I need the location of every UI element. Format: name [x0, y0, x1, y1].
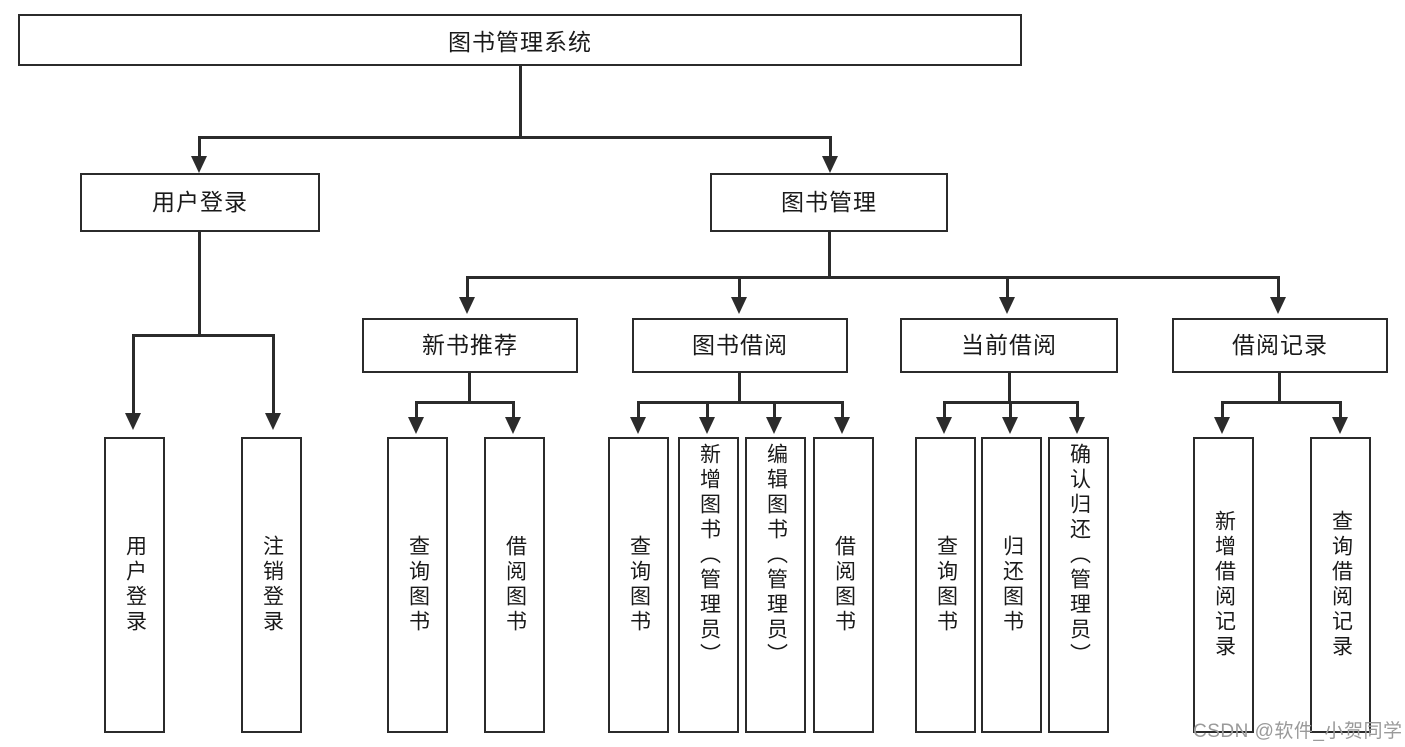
connector-bm-bar	[466, 276, 1278, 279]
arrow-book-borrow-icon	[731, 297, 747, 314]
node-label: 借阅图书	[503, 535, 527, 635]
connector-g3-drop-2	[1009, 401, 1012, 417]
connector-bm-stem	[828, 232, 831, 278]
connector-root-drop-right	[829, 136, 832, 156]
node-label: 查询图书	[406, 535, 430, 635]
node-book-borrow[interactable]: 图书借阅	[632, 318, 848, 373]
connector-g2-bar	[637, 401, 843, 404]
connector-g4-drop-1	[1221, 401, 1224, 417]
arrow-g2-3-icon	[766, 417, 782, 434]
node-label: 新增图书（管理员）	[697, 443, 721, 668]
node-label: 借阅记录	[1232, 331, 1328, 358]
connector-bm-drop-4	[1277, 276, 1280, 297]
node-label: 用户登录	[123, 535, 147, 635]
node-label: 用户登录	[152, 188, 248, 215]
node-new-book-recommend[interactable]: 新书推荐	[362, 318, 578, 373]
node-label: 图书借阅	[692, 331, 788, 358]
node-label: 注销登录	[260, 535, 284, 635]
connector-g2-drop-3	[773, 401, 776, 417]
node-book-manage[interactable]: 图书管理	[710, 173, 948, 232]
node-leaf-return-book[interactable]: 归还图书	[981, 437, 1042, 733]
node-label: 图书管理系统	[448, 29, 592, 55]
arrow-g2-1-icon	[630, 417, 646, 434]
node-root[interactable]: 图书管理系统	[18, 14, 1022, 66]
connector-g2-drop-1	[637, 401, 640, 417]
arrow-borrow-record-icon	[1270, 297, 1286, 314]
node-leaf-user-login[interactable]: 用户登录	[104, 437, 165, 733]
node-current-borrow[interactable]: 当前借阅	[900, 318, 1118, 373]
node-label: 查询借阅记录	[1329, 510, 1353, 660]
arrow-leaf-logout-icon	[265, 413, 281, 430]
connector-g2-drop-2	[706, 401, 709, 417]
node-label: 查询图书	[627, 535, 651, 635]
node-leaf-query-record[interactable]: 查询借阅记录	[1310, 437, 1371, 733]
node-label: 新书推荐	[422, 331, 518, 358]
arrow-g3-3-icon	[1069, 417, 1085, 434]
connector-root-bar	[198, 136, 831, 139]
arrow-g3-1-icon	[936, 417, 952, 434]
node-label: 新增借阅记录	[1212, 510, 1236, 660]
node-leaf-query-book-3[interactable]: 查询图书	[915, 437, 976, 733]
connector-g3-stem	[1008, 373, 1011, 402]
arrow-new-book-icon	[459, 297, 475, 314]
arrow-current-borrow-icon	[999, 297, 1015, 314]
connector-g4-drop-2	[1339, 401, 1342, 417]
connector-user-stem	[198, 232, 201, 335]
connector-g2-stem	[738, 373, 741, 402]
connector-g3-drop-3	[1076, 401, 1079, 417]
node-leaf-edit-book[interactable]: 编辑图书（管理员）	[745, 437, 806, 733]
node-leaf-logout[interactable]: 注销登录	[241, 437, 302, 733]
arrow-g4-2-icon	[1332, 417, 1348, 434]
connector-g1-stem	[468, 373, 471, 402]
connector-g1-drop-1	[415, 401, 418, 417]
arrow-book-manage-icon	[822, 156, 838, 173]
arrow-leaf-user-login-icon	[125, 413, 141, 430]
node-label: 编辑图书（管理员）	[764, 443, 788, 668]
node-label: 确认归还（管理员）	[1067, 443, 1091, 668]
connector-bm-drop-1	[466, 276, 469, 297]
connector-g1-bar	[415, 401, 514, 404]
node-leaf-borrow-book-1[interactable]: 借阅图书	[484, 437, 545, 733]
arrow-user-login-icon	[191, 156, 207, 173]
connector-bm-drop-2	[738, 276, 741, 297]
watermark: CSDN @软件_小贺同学	[1193, 721, 1403, 742]
connector-root-stem	[519, 66, 522, 137]
node-label: 查询图书	[934, 535, 958, 635]
node-label: 图书管理	[781, 188, 877, 215]
connector-g4-stem	[1278, 373, 1281, 402]
connector-g1-drop-2	[512, 401, 515, 417]
node-leaf-query-book-1[interactable]: 查询图书	[387, 437, 448, 733]
node-leaf-add-record[interactable]: 新增借阅记录	[1193, 437, 1254, 733]
node-label: 借阅图书	[832, 535, 856, 635]
node-label: 归还图书	[1000, 535, 1024, 635]
connector-user-drop-left	[132, 334, 135, 413]
connector-user-bar	[132, 334, 273, 337]
node-leaf-query-book-2[interactable]: 查询图书	[608, 437, 669, 733]
connector-g4-bar	[1221, 401, 1339, 404]
node-user-login[interactable]: 用户登录	[80, 173, 320, 232]
node-leaf-add-book[interactable]: 新增图书（管理员）	[678, 437, 739, 733]
arrow-g4-1-icon	[1214, 417, 1230, 434]
connector-root-drop-left	[198, 136, 201, 156]
arrow-g1-2-icon	[505, 417, 521, 434]
arrow-g3-2-icon	[1002, 417, 1018, 434]
connector-bm-drop-3	[1006, 276, 1009, 297]
arrow-g1-1-icon	[408, 417, 424, 434]
node-label: 当前借阅	[961, 331, 1057, 358]
arrow-g2-4-icon	[834, 417, 850, 434]
node-leaf-confirm-return[interactable]: 确认归还（管理员）	[1048, 437, 1109, 733]
arrow-g2-2-icon	[699, 417, 715, 434]
node-leaf-borrow-book-2[interactable]: 借阅图书	[813, 437, 874, 733]
node-borrow-record[interactable]: 借阅记录	[1172, 318, 1388, 373]
connector-g2-drop-4	[841, 401, 844, 417]
connector-g3-drop-1	[943, 401, 946, 417]
connector-user-drop-right	[272, 334, 275, 413]
